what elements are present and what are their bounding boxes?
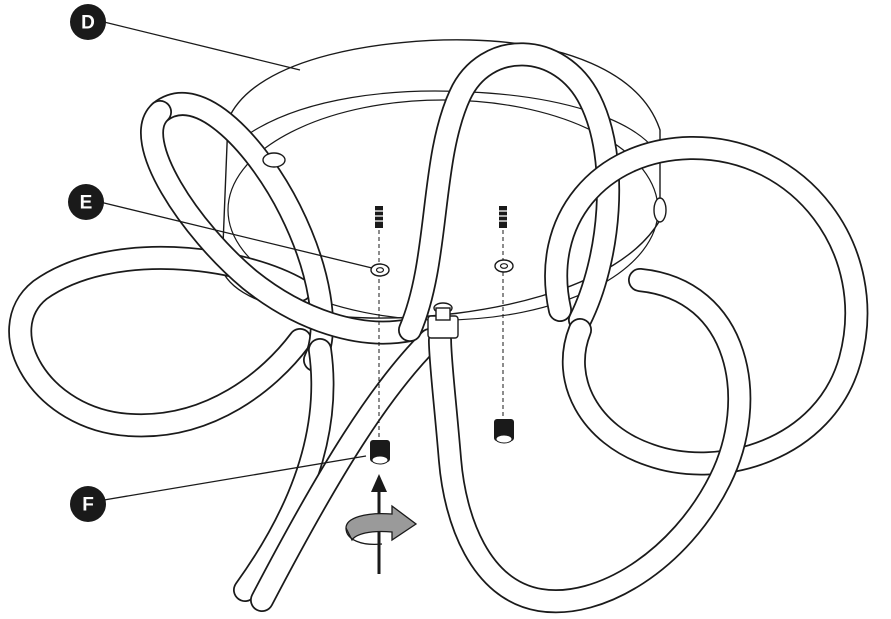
callout-f-label: F: [82, 495, 94, 516]
led-ribbon-band: [8, 42, 869, 614]
leader-line-e: [99, 201, 373, 269]
side-bolt-right: [653, 197, 667, 223]
washer-icon: [494, 259, 514, 273]
cap-nut-icon: [494, 419, 514, 444]
cap-nut-icon: [370, 440, 390, 465]
washer-icon: [370, 263, 390, 277]
callout-e: E: [68, 184, 104, 220]
callout-d: D: [70, 4, 106, 40]
side-bolt-left: [262, 152, 286, 168]
callout-d-label: D: [81, 13, 95, 34]
rotate-arrow-icon: [345, 504, 418, 546]
screw-icon: [497, 206, 509, 228]
leader-line-f: [103, 455, 367, 501]
callout-e-label: E: [80, 193, 93, 214]
center-hub: [427, 302, 459, 339]
leader-line-d: [103, 21, 301, 71]
callout-f: F: [70, 486, 106, 522]
screw-icon: [373, 206, 385, 228]
